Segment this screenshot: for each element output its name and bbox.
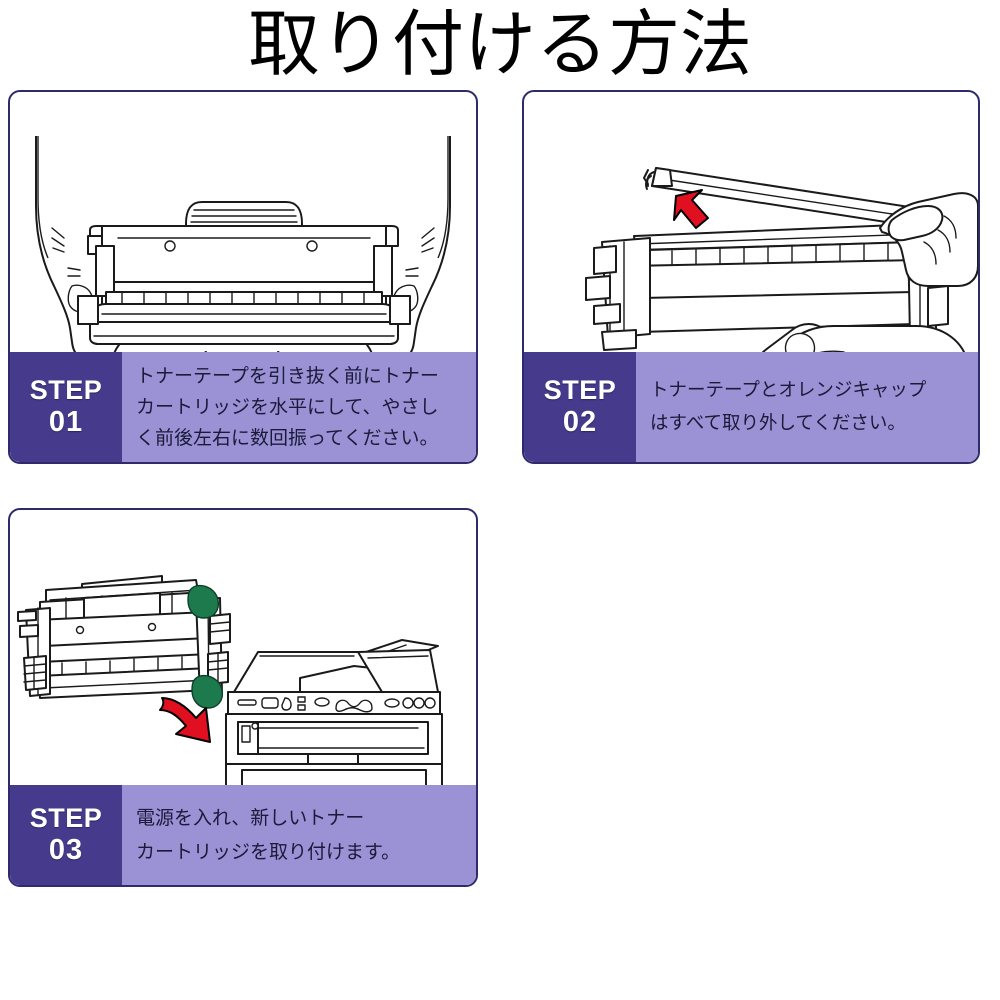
step-text-line: トナーテープとオレンジキャップ xyxy=(650,380,927,401)
arrow-up-icon xyxy=(673,189,709,229)
step-number-label: 03 xyxy=(48,834,84,866)
step-word-label: STEP xyxy=(543,375,617,405)
step-number-label: 02 xyxy=(562,406,598,438)
step-description-01: トナーテープを引き抜く前にトナー カートリッジを水平にして、やさし く前後左右に… xyxy=(122,352,476,462)
step-word-label: STEP xyxy=(29,803,103,833)
drum-handle-top-icon xyxy=(187,584,220,619)
step-word-label: STEP xyxy=(29,375,103,405)
step-text-line: 電源を入れ、新しいトナー xyxy=(136,807,365,829)
step-number-label: 01 xyxy=(48,406,84,438)
step-bar-03: STEP 03 電源を入れ、新しいトナー カートリッジを取り付けます。 xyxy=(10,785,476,885)
step-text-line: はすべて取り外してください。 xyxy=(650,413,906,434)
step-bar-01: STEP 01 トナーテープを引き抜く前にトナー カートリッジを水平にして、やさ… xyxy=(10,352,476,462)
step-text-line: カートリッジを水平にして、やさし xyxy=(136,395,439,418)
printer-control-panel xyxy=(237,696,436,713)
step-text-line: トナーテープを引き抜く前にトナー xyxy=(136,364,439,387)
drum-handle-bottom-icon xyxy=(191,674,224,709)
step-description-03: 電源を入れ、新しいトナー カートリッジを取り付けます。 xyxy=(122,785,476,885)
toner-cartridge-icon xyxy=(77,201,411,345)
step-panel-03: STEP 03 電源を入れ、新しいトナー カートリッジを取り付けます。 xyxy=(8,508,478,887)
step-badge-03: STEP 03 xyxy=(10,785,122,885)
step-bar-02: STEP 02 トナーテープとオレンジキャップ はすべて取り外してください。 xyxy=(524,352,978,462)
tape-strip-icon xyxy=(643,167,917,227)
page-title: 取り付ける方法 xyxy=(247,2,752,86)
step-text-line: く前後左右に数回振ってください。 xyxy=(136,426,439,449)
step-panel-02: STEP 02 トナーテープとオレンジキャップ はすべて取り外してください。 xyxy=(522,90,980,464)
drum-unit-icon xyxy=(17,575,231,709)
step-panel-01: STEP 01 トナーテープを引き抜く前にトナー カートリッジを水平にして、やさ… xyxy=(8,90,478,464)
step-badge-02: STEP 02 xyxy=(524,352,636,462)
step-text-line: カートリッジを取り付けます。 xyxy=(136,841,401,863)
step-badge-01: STEP 01 xyxy=(10,352,122,462)
arrow-insert-icon xyxy=(159,697,211,743)
right-hand-grip-icon xyxy=(879,192,978,287)
step-description-02: トナーテープとオレンジキャップ はすべて取り外してください。 xyxy=(636,352,978,462)
